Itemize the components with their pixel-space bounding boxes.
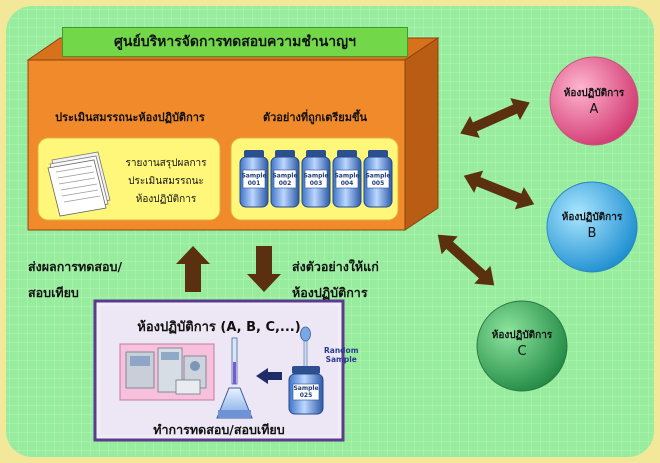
sample-number: 002 [279, 180, 292, 187]
arrow-to-lab-c [437, 234, 495, 286]
sample-bottles: Sample001Sample002Sample003Sample004Samp… [239, 150, 393, 208]
sample-number: 004 [341, 180, 354, 187]
lab-b-letter: B [587, 226, 597, 241]
arrow-to-lab-a [460, 98, 530, 138]
lab-panel-title: ห้องปฏิบัติการ (A, B, C,...) [137, 320, 301, 335]
sample-word: Sample [303, 173, 328, 180]
transfer-arrow [256, 368, 282, 384]
center-title-bar: ศูนย์บริหารจัดการทดสอบความชำนาญฯ [62, 27, 408, 57]
lab-a-label: ห้องปฏิบัติการ A [550, 86, 638, 118]
send-samples-line-1: ส่งตัวอย่างให้แก่ [292, 259, 379, 274]
bottle-025-word: Sample [293, 385, 319, 392]
lab-b-circle [546, 181, 638, 273]
titration-flask-icon [216, 337, 253, 419]
bottle-025-num: 025 [299, 392, 313, 399]
lab-a-name: ห้องปฏิบัติการ [563, 88, 625, 99]
report-line-2: ประเมินสมรรถนะ [128, 176, 204, 187]
sample-number: 001 [248, 180, 261, 187]
lab-b-label: ห้องปฏิบัติการ B [548, 210, 636, 242]
random-sample-word: Sample [325, 355, 357, 364]
left-heading: ประเมินสมรรถนะห้องปฏิบัติการ [55, 111, 205, 124]
lab-equipment-image [119, 343, 215, 401]
sample-word: Sample [272, 173, 297, 180]
lab-panel-footer: ทำการทดสอบ/สอบเทียบ [153, 422, 285, 437]
send-results-label: ส่งผลการทดสอบ/ สอบเทียบ [28, 254, 122, 306]
report-line-3: ห้องปฏิบัติการ [135, 194, 197, 205]
lab-c-circle [476, 300, 568, 392]
send-samples-label: ส่งตัวอย่างให้แก่ ห้องปฏิบัติการ [292, 254, 379, 306]
lab-c-name: ห้องปฏิบัติการ [491, 330, 553, 341]
random-sample-bottle [288, 326, 324, 415]
report-line-1: รายงานสรุปผลการ [125, 158, 207, 169]
sample-word: Sample [365, 173, 390, 180]
random-word: Random [324, 346, 359, 355]
report-text: รายงานสรุปผลการ ประเมินสมรรถนะ ห้องปฏิบั… [116, 155, 216, 209]
random-sample-label: Random Sample [324, 346, 359, 364]
sample-word: Sample [334, 173, 359, 180]
sample-number: 005 [372, 180, 385, 187]
down-arrow-samples [247, 246, 281, 292]
exchange-arrows [437, 98, 535, 286]
lab-c-label: ห้องปฏิบัติการ C [478, 328, 566, 360]
send-samples-line-2: ห้องปฏิบัติการ [292, 285, 368, 300]
lab-a-letter: A [589, 102, 599, 117]
arrow-to-lab-b [463, 170, 535, 210]
up-arrow-results [176, 246, 210, 292]
send-results-line-1: ส่งผลการทดสอบ/ [28, 259, 123, 274]
sample-number: 003 [310, 180, 323, 187]
lab-a-circle [549, 56, 639, 146]
lab-b-name: ห้องปฏิบัติการ [561, 212, 623, 223]
bottle-025-label: Sample 025 [293, 385, 319, 399]
sample-word: Sample [241, 173, 266, 180]
document-stack-icon [47, 151, 111, 217]
send-results-line-2: สอบเทียบ [28, 285, 79, 300]
center-title: ศูนย์บริหารจัดการทดสอบความชำนาญฯ [114, 34, 356, 50]
lab-c-letter: C [517, 344, 527, 359]
right-heading: ตัวอย่างที่ถูกเตรียมขึ้น [262, 111, 368, 124]
